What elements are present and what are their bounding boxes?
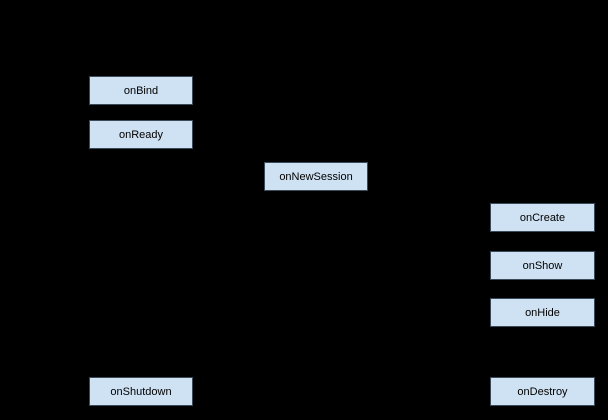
node-onshow: onShow	[490, 251, 595, 280]
node-oncreate-label: onCreate	[519, 211, 566, 224]
node-onshow-label: onShow	[522, 259, 563, 272]
node-onnewsession-label: onNewSession	[279, 170, 353, 183]
node-ondestroy: onDestroy	[490, 377, 595, 406]
node-onready: onReady	[89, 120, 193, 149]
node-ondestroy-label: onDestroy	[517, 385, 568, 398]
node-onbind: onBind	[89, 76, 193, 105]
node-oncreate: onCreate	[490, 203, 595, 232]
node-onhide-label: onHide	[525, 306, 560, 319]
node-onshutdown: onShutdown	[89, 377, 193, 406]
node-onnewsession: onNewSession	[264, 162, 368, 191]
node-onshutdown-label: onShutdown	[110, 385, 172, 398]
node-onready-label: onReady	[118, 128, 164, 141]
node-onhide: onHide	[490, 298, 595, 327]
node-onbind-label: onBind	[123, 84, 159, 97]
